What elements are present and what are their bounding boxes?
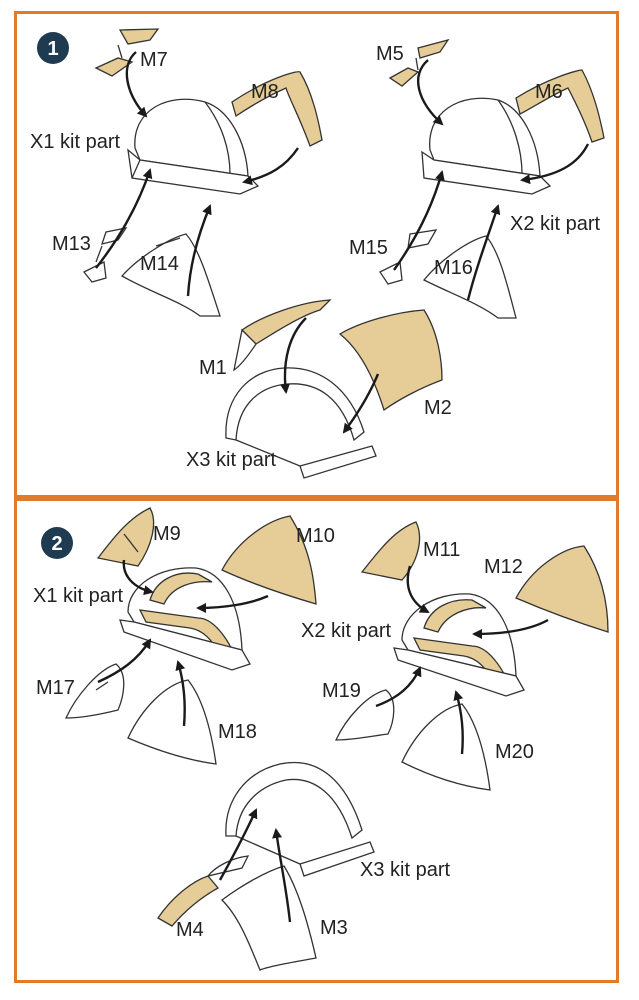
svg-text:1: 1	[47, 38, 58, 60]
mask-m4	[157, 875, 220, 927]
label-m6: M6	[535, 81, 563, 103]
label-m2: M2	[424, 397, 452, 419]
label-x3-kit-part: X3 kit part	[360, 859, 450, 881]
label-m3: M3	[320, 917, 348, 939]
label-m17: M17	[36, 677, 75, 699]
mask-m16	[422, 235, 517, 319]
step-2-panel	[14, 495, 619, 983]
x3-windscreen	[225, 761, 375, 877]
mask-m3	[221, 865, 317, 971]
label-m14: M14	[140, 253, 179, 275]
mask-m2	[338, 309, 443, 412]
mask-m10	[221, 515, 317, 605]
mask-m5	[388, 38, 450, 87]
step-1-badge: 1	[37, 32, 69, 64]
label-m9: M9	[153, 523, 181, 545]
label-m8: M8	[251, 81, 279, 103]
label-x2-kit-part: X2 kit part	[301, 620, 391, 642]
label-m12: M12	[484, 556, 523, 578]
label-x3-kit-part: X3 kit part	[186, 449, 276, 471]
mask-m19	[334, 689, 395, 741]
mask-m11	[360, 521, 421, 581]
svg-text:2: 2	[51, 533, 62, 555]
step-1-panel	[14, 11, 619, 501]
mask-m8	[231, 71, 323, 147]
label-m1: M1	[199, 357, 227, 379]
mask-m20	[401, 703, 491, 791]
mask-m1	[240, 299, 332, 345]
label-x1-kit-part: X1 kit part	[30, 131, 120, 153]
x1-canopy	[127, 98, 260, 195]
step-2-arrows	[97, 559, 549, 923]
label-m4: M4	[176, 919, 204, 941]
x2-canopy-masked	[393, 593, 525, 697]
mask-m14	[120, 233, 221, 317]
mask-m18	[127, 679, 217, 765]
label-m16: M16	[434, 257, 473, 279]
label-m11: M11	[423, 539, 460, 561]
label-m7: M7	[140, 49, 168, 71]
mask-m7	[94, 28, 160, 77]
x1-canopy-masked	[119, 567, 251, 671]
label-x2-kit-part: X2 kit part	[510, 213, 600, 235]
label-m15: M15	[349, 237, 388, 259]
label-m18: M18	[218, 721, 257, 743]
label-x1-kit-part: X1 kit part	[33, 585, 123, 607]
label-m5: M5	[376, 43, 404, 65]
mask-m6	[515, 69, 605, 143]
mask-m12	[515, 545, 609, 633]
label-m20: M20	[495, 741, 534, 763]
step-2-badge: 2	[41, 527, 73, 559]
x3-windscreen	[225, 367, 377, 479]
label-m13: M13	[52, 233, 91, 255]
label-m19: M19	[322, 680, 361, 702]
label-m10: M10	[296, 525, 335, 547]
step-1-arrows	[95, 51, 590, 434]
